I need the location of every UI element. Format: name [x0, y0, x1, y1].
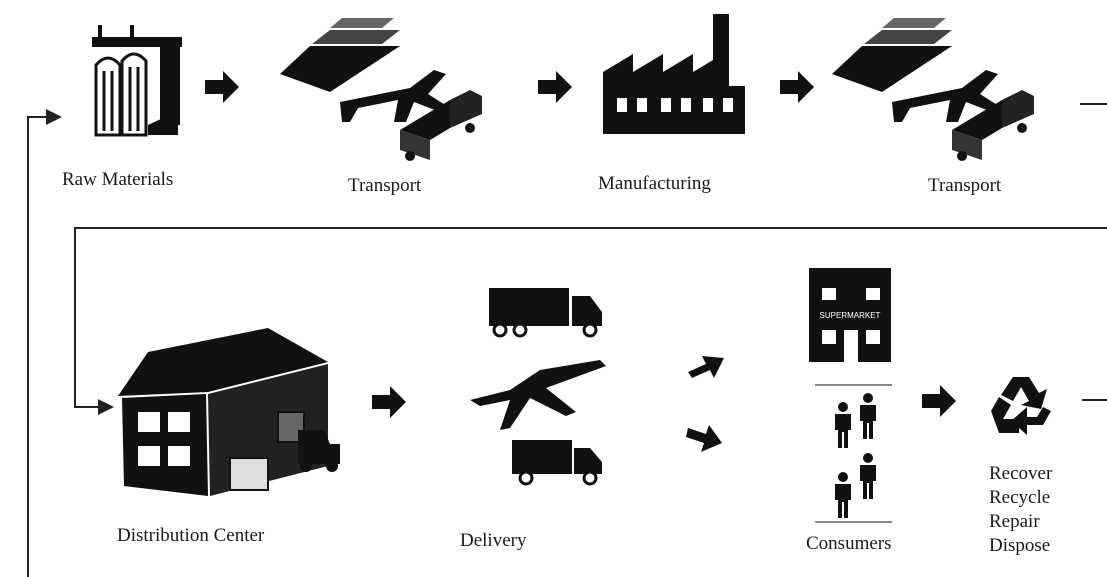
arrow-icon — [686, 425, 722, 452]
end-of-life-item: Dispose — [989, 535, 1051, 556]
arrow-icon — [538, 71, 572, 103]
warehouse-icon — [118, 328, 340, 496]
recycle-icon — [991, 377, 1051, 435]
stage-label: Distribution Center — [117, 525, 265, 546]
end-of-life-item: Recycle — [989, 487, 1051, 508]
stage-label: Transport — [348, 175, 422, 196]
supermarket-sign: SUPERMARKET — [820, 311, 881, 320]
end-of-life-list: Recover Recycle Repair Dispose — [989, 462, 1052, 558]
arrow-icon — [372, 386, 406, 418]
stage-label: Manufacturing — [598, 173, 711, 194]
ship-plane-truck-icon — [280, 18, 482, 161]
truck-plane-truck-icon — [470, 288, 606, 486]
supermarket-people-icon: SUPERMARKET — [809, 268, 892, 523]
end-of-life-item: Recover — [989, 463, 1053, 484]
factory-icon — [603, 14, 745, 134]
silo-icon — [92, 25, 182, 137]
return-loop-line — [27, 109, 62, 577]
stage-label: Transport — [928, 175, 1002, 196]
end-of-life-item: Repair — [989, 511, 1040, 532]
stage-label: Consumers — [806, 533, 892, 554]
arrow-icon — [780, 71, 814, 103]
stage-label: Delivery — [460, 530, 527, 551]
row-wrap-line — [74, 227, 1107, 415]
arrow-icon — [688, 356, 724, 378]
step-arrows — [205, 71, 956, 452]
stage-label: Raw Materials — [62, 169, 174, 190]
arrow-icon — [922, 385, 956, 417]
flow-connectors — [27, 103, 1107, 577]
arrow-icon — [205, 71, 239, 103]
ship-plane-truck-icon — [832, 18, 1034, 161]
